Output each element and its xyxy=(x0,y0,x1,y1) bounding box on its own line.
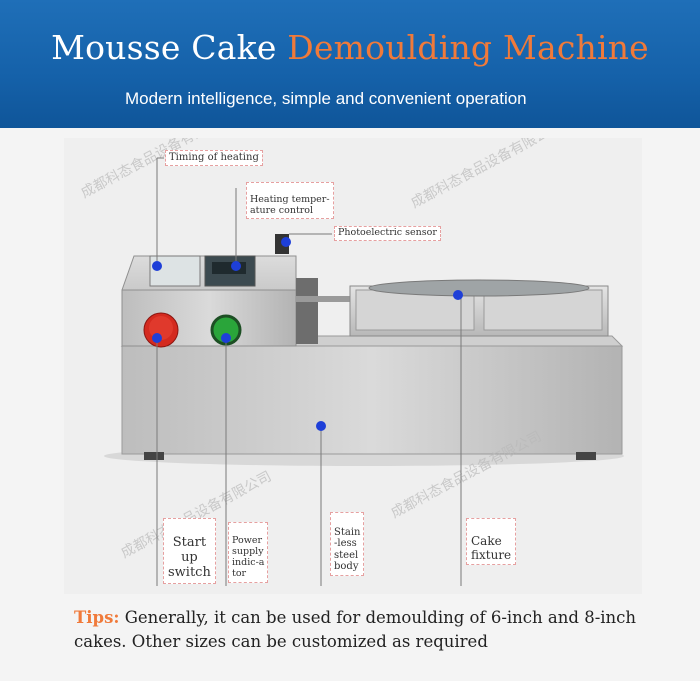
label-start-up-switch: Start up switch xyxy=(163,518,216,584)
title-main: Mousse Cake xyxy=(51,28,277,67)
label-photoelectric-sensor: Photoelectric sensor xyxy=(334,226,441,241)
tips-body: Generally, it can be used for demoulding… xyxy=(74,608,637,651)
marker-photo-sensor xyxy=(281,237,291,247)
marker-timing xyxy=(152,261,162,271)
marker-steel-body xyxy=(316,421,326,431)
title-accent: Demoulding Machine xyxy=(287,28,649,67)
marker-power-indicator xyxy=(221,333,231,343)
marker-start-switch xyxy=(152,333,162,343)
steel-body-shape xyxy=(121,345,623,455)
marker-cake-fixture xyxy=(453,290,463,300)
label-timing-of-heating: Timing of heating xyxy=(165,150,263,166)
label-heating-temperature-control: Heating temper- ature control xyxy=(246,182,334,219)
product-photo: 成都科态食品设备有限公司 成都科态食品设备有限公司 成都科态食品设备有限公司 成… xyxy=(64,138,642,594)
marker-heating-temp xyxy=(231,261,241,271)
label-power-supply-indicator: Power supply indic-a tor xyxy=(228,522,269,583)
tips-text: Tips: Generally, it can be used for demo… xyxy=(74,606,664,654)
page-subtitle: Modern intelligence, simple and convenie… xyxy=(125,89,527,108)
label-cake-fixture: Cake fixture xyxy=(466,518,517,566)
label-stainless-steel-body: Stain -less steel body xyxy=(330,512,365,576)
tips-key: Tips: xyxy=(74,608,120,627)
header-banner: Mousse Cake Demoulding Machine Modern in… xyxy=(0,0,700,128)
page-title: Mousse Cake Demoulding Machine xyxy=(0,28,700,67)
